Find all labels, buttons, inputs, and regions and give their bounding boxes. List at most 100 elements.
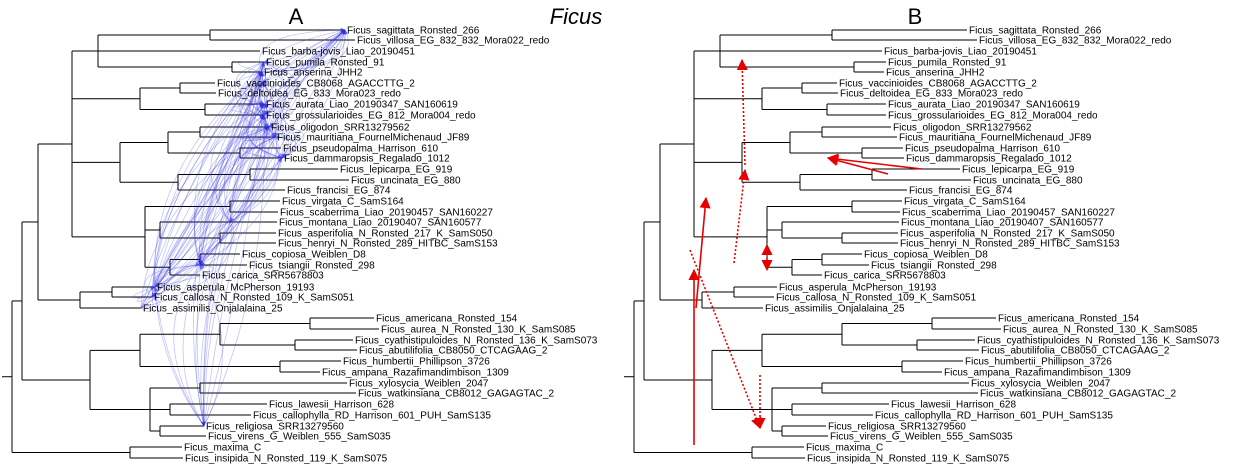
network-edge <box>203 136 276 427</box>
panel-b-taxon-label: Ficus_xylosycia_Weiblen_2047 <box>971 379 1111 390</box>
panel-a-taxon-label: Ficus_religiosa_SRR13279560 <box>206 422 344 433</box>
network-edge <box>254 82 276 138</box>
panel-a-taxon-label: Ficus_dammaropsis_Regalado_1012 <box>284 154 450 165</box>
network-edge <box>199 126 270 266</box>
panel-b-taxon-label: Ficus_humbertii_Phillipson_3726 <box>965 357 1112 368</box>
panel-a-taxon-label: Ficus_villosa_EG_832_832_Mora022_redo <box>357 36 550 47</box>
network-edge <box>274 135 298 159</box>
network-edge <box>239 82 276 138</box>
network-edge <box>199 29 346 266</box>
network-edge <box>210 103 265 223</box>
reticulations-b <box>688 58 923 445</box>
panel-a-taxon-label: Ficus_aurea_N_Ronsted_130_K_SamS085 <box>381 325 576 336</box>
panel-b-taxon-label: Ficus_mauritiana_FournelMichenaud_JF89 <box>899 133 1092 144</box>
panel-b-taxon-label: Ficus_aurata_Liao_20190347_SAN160619 <box>888 100 1080 111</box>
network-edge <box>140 157 283 309</box>
network-edge <box>195 221 231 427</box>
network-edge <box>261 29 349 73</box>
network-edge <box>151 126 270 298</box>
network-edge <box>203 61 265 427</box>
network-edge <box>244 82 265 116</box>
panel-a-taxon-label: Ficus_anserina_JHH2 <box>264 68 363 79</box>
network-edge <box>194 114 265 266</box>
panel-b-taxon-label: Ficus_anserina_JHH2 <box>886 68 985 79</box>
network-edge <box>263 61 299 128</box>
panel-b-taxon-label: Ficus_pumila_Ronsted_91 <box>888 58 1007 69</box>
network-edge <box>151 71 263 298</box>
network-edge <box>246 103 283 159</box>
panel-b-taxon-label: Ficus_maxima_C <box>806 443 883 454</box>
network-edge <box>257 103 276 138</box>
panel-b-taxon-label: Ficus_ampana_Razafimandimbison_1309 <box>944 368 1131 379</box>
network-edge <box>263 61 285 128</box>
network-edge <box>263 61 288 116</box>
network-edge <box>154 126 270 288</box>
network-edge <box>140 126 270 309</box>
panel-a-taxon-label: Ficus_asperifolia_N_Ronsted_217_K_SamS05… <box>278 229 493 240</box>
network-edge <box>200 157 283 427</box>
network-edge <box>223 82 263 223</box>
network-edge <box>260 29 346 105</box>
reticulation-arrow <box>733 168 750 264</box>
panel-a-taxon-label: Ficus_callosa_N_Ronsted_109_K_SamS051 <box>154 293 355 304</box>
network-edge <box>199 61 265 266</box>
panel-b-taxon-label: Ficus_asperula_McPherson_19193 <box>779 283 937 294</box>
network-edge <box>261 81 286 128</box>
panel-b-taxon-label: Ficus_callophylla_RD_Harrison_601_PUH_Sa… <box>875 411 1113 422</box>
network-edge <box>154 263 214 288</box>
panel-b-taxon-label: Ficus_cyathistipuloides_N_Ronsted_136_K_… <box>977 336 1220 347</box>
network-edge <box>153 264 201 288</box>
network-edge <box>229 157 283 223</box>
network-edge <box>151 61 265 298</box>
network-edge <box>263 61 300 128</box>
panel-a-taxon-label: Ficus_uncinata_EG_880 <box>351 176 461 187</box>
panel-b-taxon-label: Ficus_lawesii_Harrison_628 <box>891 400 1016 411</box>
genus-title: Ficus <box>550 4 603 29</box>
taxon-labels-a: Ficus_sagittata_Ronsted_266Ficus_villosa… <box>143 26 598 465</box>
panel-a-taxon-label: Ficus_callophylla_RD_Harrison_601_PUH_Sa… <box>253 411 491 422</box>
network-edge <box>199 61 267 266</box>
panel-b-taxon-label: Ficus_watkinsiana_CB8012_GAGAGTAC_2 <box>980 389 1176 400</box>
network-edge <box>229 103 277 223</box>
network-edge <box>268 126 305 159</box>
network-edge <box>263 29 346 116</box>
panel-a-taxon-label: Ficus_scaberrima_Liao_20190457_SAN160227 <box>280 208 493 219</box>
panel-b-taxon-label: Ficus_religiosa_SRR13279560 <box>828 422 966 433</box>
panel-a-taxon-label: Ficus_montana_Liao_20190407_SAN160577 <box>279 218 482 229</box>
network-edge <box>140 221 231 309</box>
network-edge <box>240 126 283 159</box>
panel-b-taxon-label: Ficus_asperifolia_N_Ronsted_217_K_SamS05… <box>900 229 1115 240</box>
network-edge <box>151 71 263 298</box>
network-edge <box>199 114 265 266</box>
network-edge <box>140 296 154 313</box>
network-edge <box>196 61 265 427</box>
panel-b-taxon-label: Ficus_oligodon_SRR13279562 <box>893 123 1032 134</box>
network-edge <box>274 29 346 138</box>
network-edge <box>237 125 276 139</box>
panel-a-taxon-label: Ficus_vaccinioides_CB8068_AGACCTTG_2 <box>217 79 415 90</box>
network-edge <box>151 29 346 298</box>
network-edge <box>140 103 265 309</box>
panel-b-taxon-label: Ficus_dammaropsis_Regalado_1012 <box>906 154 1072 165</box>
panel-a-taxon-label: Ficus_asperula_McPherson_19193 <box>157 283 315 294</box>
network-edge <box>144 264 201 298</box>
network-edge <box>263 29 346 116</box>
network-edge <box>203 126 270 427</box>
panel-b-taxon-label: Ficus_virgata_C_SamS164 <box>904 197 1026 208</box>
panel-a-taxon-label: Ficus_barba-jovis_Liao_20190451 <box>262 47 415 58</box>
network-edge <box>197 71 263 266</box>
panel-b-taxon-label: Ficus_montana_Liao_20190407_SAN160577 <box>901 218 1104 229</box>
network-edge <box>154 126 270 288</box>
tree-b <box>624 29 1001 459</box>
reticulation-arrow <box>695 196 711 309</box>
panel-b-taxon-label: Ficus_sagittata_Ronsted_266 <box>969 26 1102 37</box>
tree-a <box>2 29 379 459</box>
panel-a-taxon-label: Ficus_virgata_C_SamS164 <box>282 197 404 208</box>
panel-b-taxon-label: Ficus_francisi_EG_874 <box>909 186 1013 197</box>
panel-a-taxon-label: Ficus_henryi_N_Ronsted_289_HITBC_SamS153 <box>278 239 498 250</box>
network-edge <box>261 71 288 159</box>
network-edge <box>263 29 346 116</box>
network-edge <box>229 71 265 105</box>
panel-a-taxon-label: Ficus_carica_SRR5678803 <box>202 271 324 282</box>
